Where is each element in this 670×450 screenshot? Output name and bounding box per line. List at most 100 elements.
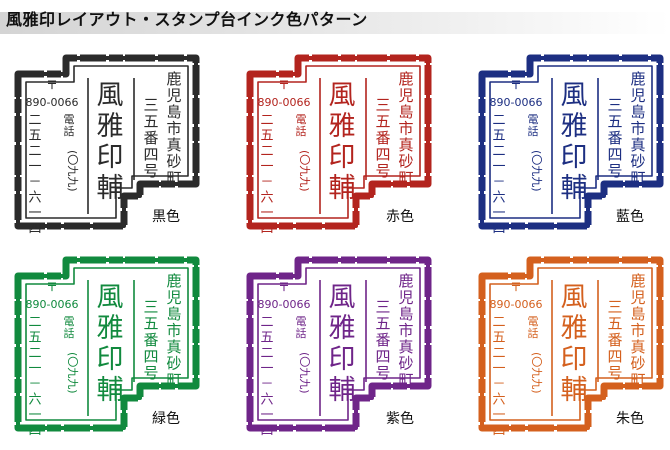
svg-text:印: 印 [329, 142, 356, 173]
svg-text:号: 号 [375, 364, 390, 382]
svg-text:三: 三 [607, 96, 622, 114]
svg-text:風: 風 [97, 282, 124, 313]
svg-text:二: 二 [492, 346, 505, 361]
svg-text:真: 真 [630, 338, 645, 356]
svg-text:風: 風 [561, 80, 588, 111]
svg-text:五: 五 [607, 315, 622, 333]
svg-text:五: 五 [260, 129, 273, 144]
svg-text:雅: 雅 [329, 111, 356, 142]
svg-text:五: 五 [607, 113, 622, 131]
svg-text:風: 風 [97, 80, 124, 111]
svg-text:一: 一 [492, 160, 505, 175]
svg-text:四: 四 [375, 348, 390, 366]
svg-text:五: 五 [28, 331, 41, 346]
stamp-inner-border [257, 267, 421, 421]
svg-text:島: 島 [398, 305, 413, 323]
svg-text:話: 話 [64, 326, 75, 340]
svg-text:児: 児 [166, 289, 181, 307]
svg-text:一: 一 [260, 206, 273, 221]
svg-text:島: 島 [398, 103, 413, 121]
svg-text:－: － [28, 175, 41, 190]
ink-color-label: 黒色 [152, 209, 180, 225]
svg-text:号: 号 [375, 162, 390, 180]
svg-text:四: 四 [143, 146, 158, 164]
stamp-inner-border [257, 65, 421, 219]
svg-text:五: 五 [375, 113, 390, 131]
svg-text:五: 五 [375, 315, 390, 333]
svg-text:号: 号 [607, 364, 622, 382]
stamp-tel-prefix: 電話 [64, 113, 75, 138]
svg-text:号: 号 [143, 364, 158, 382]
stamp-inner-border [489, 65, 653, 219]
svg-text:番: 番 [375, 129, 390, 147]
svg-text:二: 二 [28, 346, 41, 361]
svg-text:三: 三 [143, 298, 158, 316]
stamp-tel-prefix: 電話 [296, 315, 307, 340]
stamp-postal-code: 890-0066 [26, 96, 79, 109]
svg-text:砂: 砂 [630, 355, 645, 373]
svg-text:雅: 雅 [561, 313, 588, 344]
svg-text:一: 一 [28, 160, 41, 175]
svg-text:号: 号 [607, 162, 622, 180]
svg-text:番: 番 [143, 331, 158, 349]
svg-text:三: 三 [375, 96, 390, 114]
svg-text:砂: 砂 [166, 355, 181, 373]
svg-text:四: 四 [607, 146, 622, 164]
svg-text:話: 話 [296, 124, 307, 138]
svg-text:番: 番 [607, 331, 622, 349]
svg-text:印: 印 [561, 142, 588, 173]
stamp-tel-area: (〇九九) [530, 150, 543, 192]
stamp-postal-mark: 〒 [46, 280, 58, 294]
svg-text:五: 五 [492, 331, 505, 346]
svg-text:雅: 雅 [329, 313, 356, 344]
svg-text:風: 風 [329, 80, 356, 111]
svg-text:二: 二 [492, 113, 505, 128]
svg-text:四: 四 [607, 348, 622, 366]
svg-text:－: － [28, 377, 41, 392]
svg-text:児: 児 [630, 87, 645, 105]
stamp-tel-prefix: 電話 [528, 315, 539, 340]
svg-text:町: 町 [166, 169, 181, 187]
svg-text:島: 島 [630, 305, 645, 323]
svg-text:島: 島 [166, 103, 181, 121]
svg-text:四: 四 [260, 222, 273, 237]
stamp-postal-code: 890-0066 [258, 96, 311, 109]
svg-text:四: 四 [492, 222, 505, 237]
svg-text:番: 番 [375, 331, 390, 349]
svg-text:電: 電 [296, 113, 307, 126]
svg-text:五: 五 [260, 331, 273, 346]
svg-text:二: 二 [492, 315, 505, 330]
svg-text:輔: 輔 [97, 173, 124, 204]
svg-text:印: 印 [329, 344, 356, 375]
svg-text:輔: 輔 [97, 375, 124, 406]
svg-text:輔: 輔 [561, 375, 588, 406]
svg-text:雅: 雅 [97, 111, 124, 142]
svg-text:二: 二 [260, 144, 273, 159]
stamp-postal-code: 890-0066 [490, 298, 543, 311]
ink-color-label: 紫色 [386, 411, 414, 427]
svg-text:町: 町 [630, 371, 645, 389]
svg-text:六: 六 [260, 393, 273, 408]
stamp-tel-prefix: 電話 [528, 113, 539, 138]
svg-text:四: 四 [143, 348, 158, 366]
